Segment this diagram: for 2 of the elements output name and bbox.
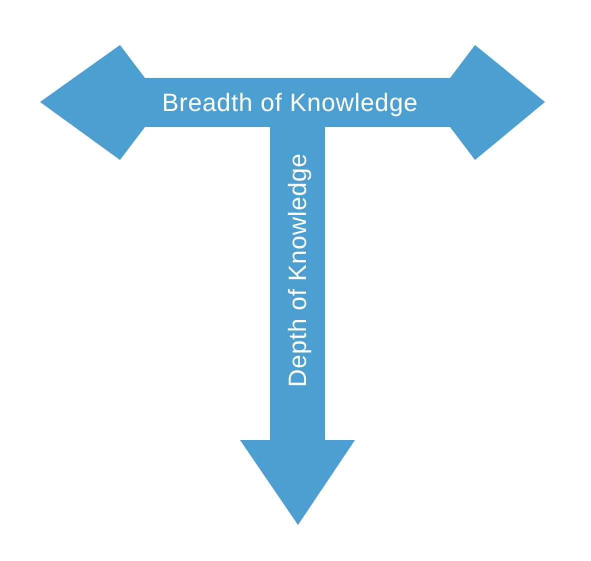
axis-label: Breadth of Knowledge	[162, 88, 418, 118]
axis-label: Depth of Knowledge	[283, 152, 314, 388]
